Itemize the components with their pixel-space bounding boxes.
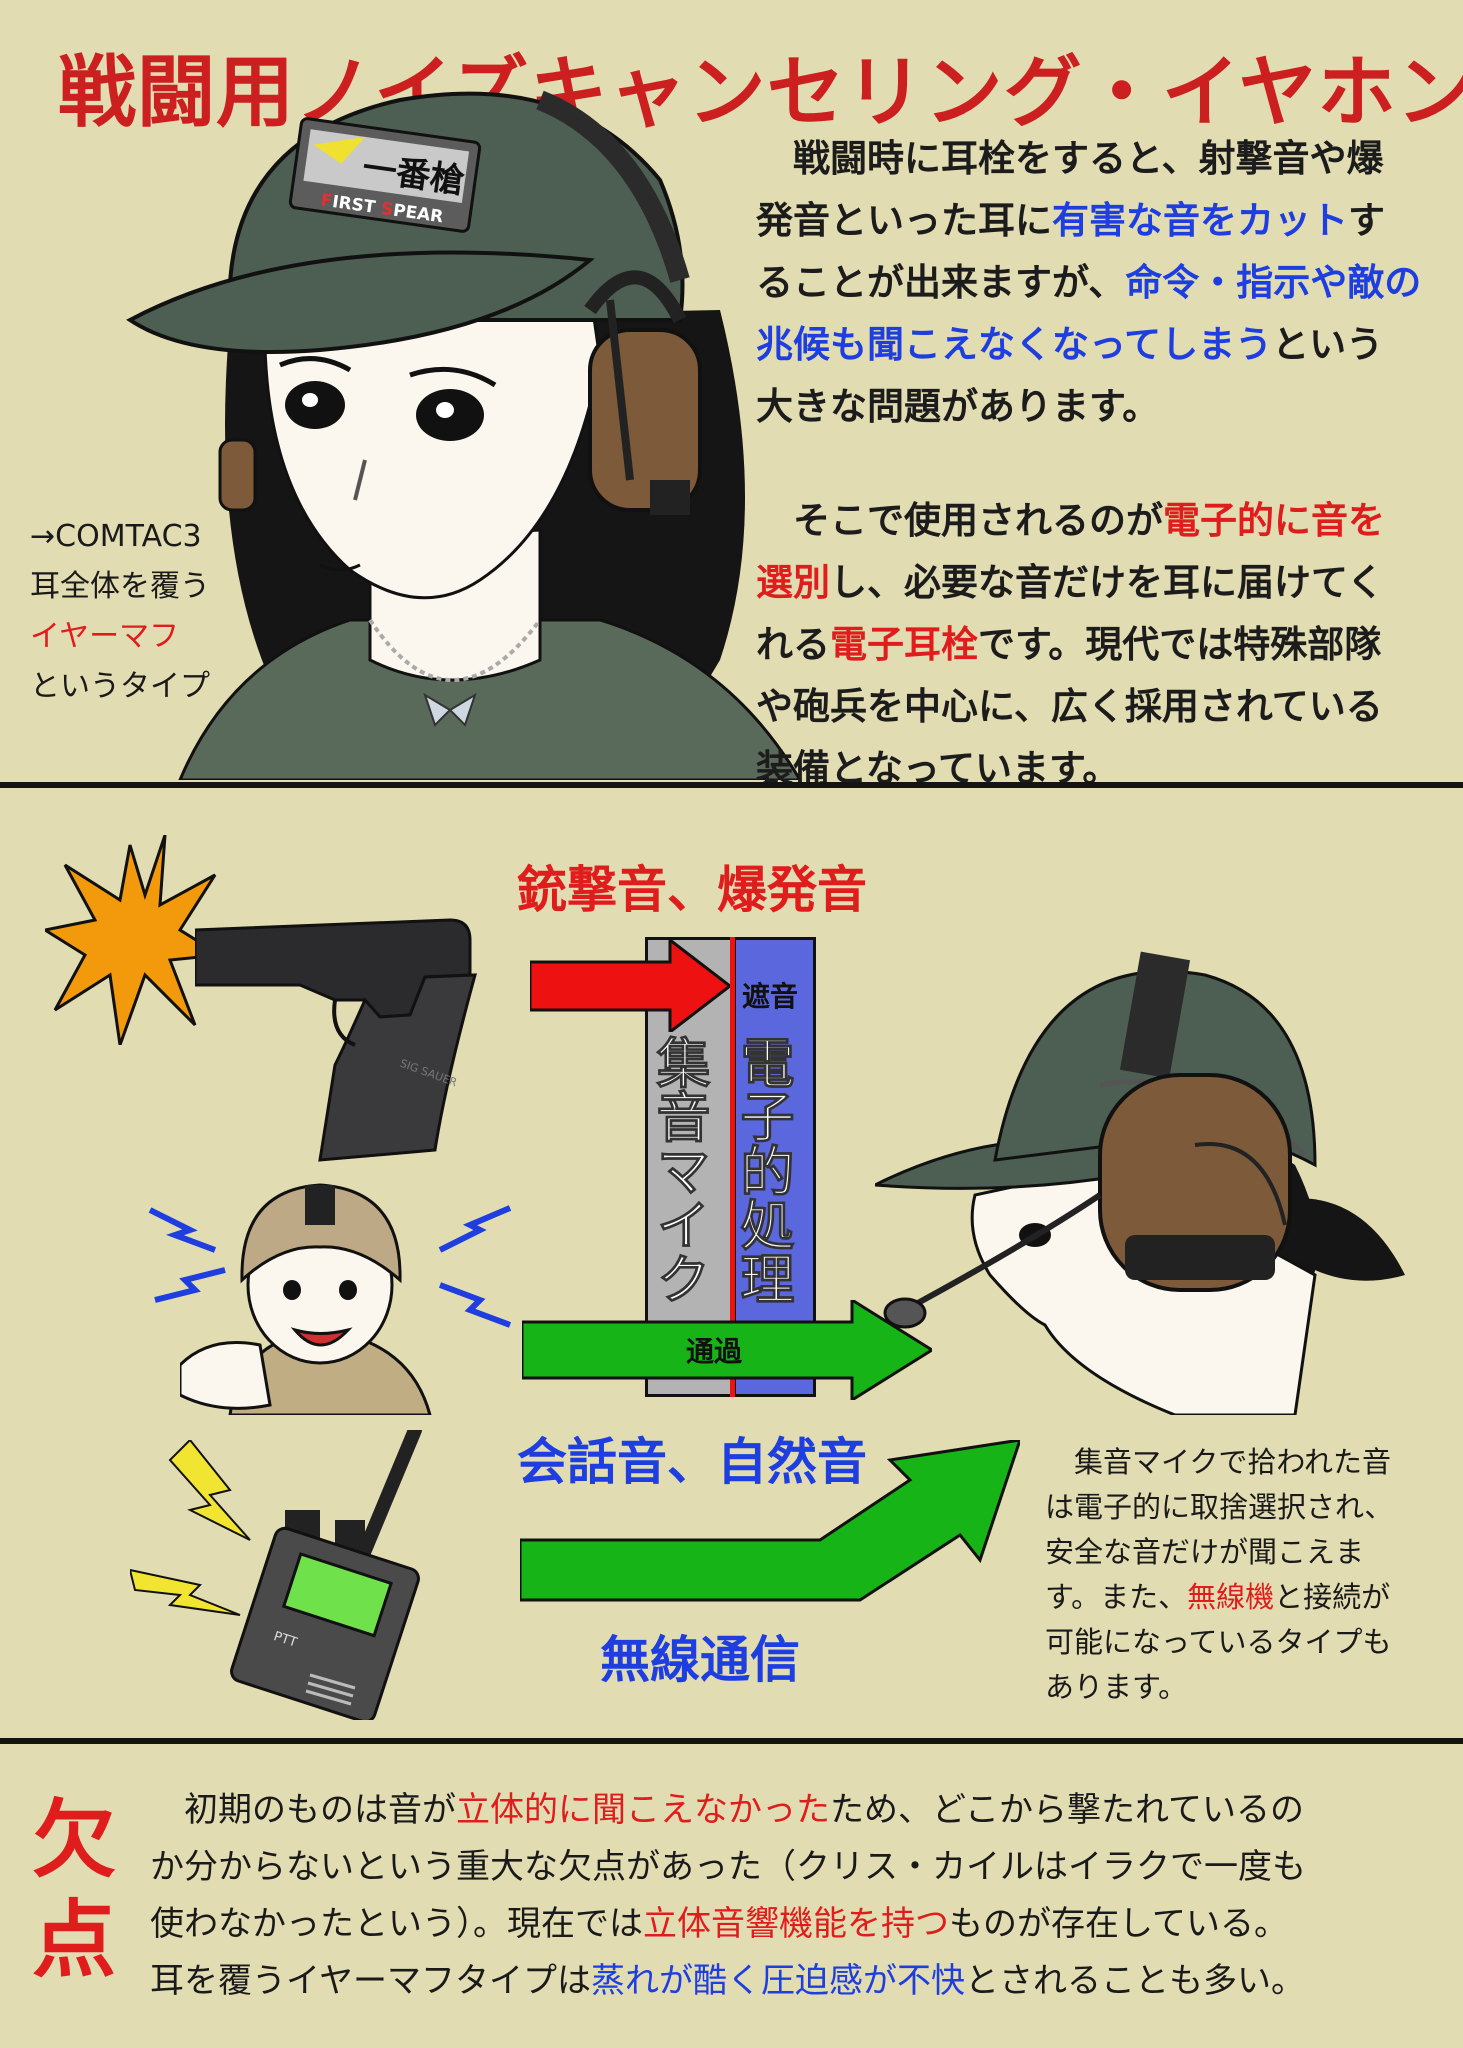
block-label: 遮音 xyxy=(742,975,799,1015)
side-note-line4: というタイプ xyxy=(30,669,210,704)
pass-arrow-icon xyxy=(522,1300,932,1400)
lightning-icon xyxy=(130,1440,251,1616)
explosion-icon xyxy=(45,835,220,1045)
side-note-line3: イヤーマフ xyxy=(30,619,180,654)
diagram-note: 集音マイクで拾われた音 は電子的に取捨選択され、 安全な音だけが聞こえま す。ま… xyxy=(1045,1440,1445,1710)
intro-line: 装備となっています。 xyxy=(756,747,1120,790)
intro-line: 発音といった耳に有害な音をカットす xyxy=(756,199,1385,242)
profile-headset-illustration xyxy=(875,951,1405,1415)
block-line xyxy=(730,937,735,1397)
section-divider xyxy=(0,782,1463,788)
note-line: 集音マイクで拾われた音 xyxy=(1045,1445,1391,1479)
drawback-heading: 欠 点 xyxy=(32,1791,117,1989)
note-line: あります。 xyxy=(1045,1670,1188,1704)
pistol-icon: SIG SAUER xyxy=(195,918,477,1162)
section-divider xyxy=(0,1738,1463,1744)
intro-line: 戦闘時に耳栓をすると、射撃音や爆 xyxy=(756,137,1384,180)
gunshot-label: 銃撃音、爆発音 xyxy=(517,861,867,919)
intro-line: や砲兵を中心に、広く採用されている xyxy=(756,685,1383,728)
mic-label: 集音マイク xyxy=(647,1035,711,1306)
drawback-line: 使わなかったという）。現在では立体音響機能を持つものが存在している。 xyxy=(150,1904,1288,1944)
drawback-line: か分からないという重大な欠点があった（クリス・カイルはイラクで一度も xyxy=(150,1847,1306,1887)
note-line: 可能になっているタイプも xyxy=(1045,1625,1392,1659)
soldier-icon xyxy=(180,1183,432,1415)
radio-icon: PTT xyxy=(230,1430,422,1720)
drawback-line: 耳を覆うイヤーマフタイプは蒸れが酷く圧迫感が不快とされることも多い。 xyxy=(150,1961,1305,2001)
comtac-side-note: →COMTAC3 耳全体を覆う イヤーマフ というタイプ xyxy=(30,512,210,712)
intro-line: ることが出来ますが、命令・指示や敵の xyxy=(756,261,1422,304)
intro-line: 大きな問題があります。 xyxy=(756,385,1160,428)
note-line: 安全な音だけが聞こえま xyxy=(1045,1535,1365,1569)
side-note-line2: 耳全体を覆う xyxy=(30,569,210,604)
title-part1: 戦闘用 xyxy=(58,48,296,138)
conversation-label: 会話音、自然音 xyxy=(517,1433,867,1491)
note-line: す。また、無線機と接続が xyxy=(1045,1580,1391,1614)
radio-ptt: PTT xyxy=(272,1629,299,1651)
blocked-arrow-icon xyxy=(530,940,730,1032)
side-note-line1: →COMTAC3 xyxy=(30,519,202,554)
radio-arrow-icon xyxy=(520,1440,1020,1602)
intro-paragraph: 戦闘時に耳栓をすると、射撃音や爆 発音といった耳に有害な音をカットす ることが出… xyxy=(756,128,1456,800)
drawback-line: 初期のものは音が立体的に聞こえなかったため、どこから撃たれているの xyxy=(150,1790,1304,1830)
radio-label: 無線通信 xyxy=(600,1631,800,1689)
drawback-text: 初期のものは音が立体的に聞こえなかったため、どこから撃たれているの か分からない… xyxy=(150,1782,1450,2010)
intro-line: そこで使用されるのが電子的に音を xyxy=(756,499,1385,542)
comtac-woman-illustration: 一番槍 FIRST SPEAR xyxy=(126,90,802,780)
pass-label: 通過 xyxy=(686,1335,743,1368)
intro-line: 兆候も聞こえなくなってしまうという xyxy=(756,323,1384,366)
processing-label: 電子的処理 xyxy=(731,1035,795,1306)
intro-line: 選別し、必要な音だけを耳に届けてく xyxy=(756,561,1384,604)
note-line: は電子的に取捨選択され、 xyxy=(1045,1490,1394,1524)
intro-line: れる電子耳栓です。現代では特殊部隊 xyxy=(756,623,1382,666)
shout-marks-icon xyxy=(148,1205,512,1328)
